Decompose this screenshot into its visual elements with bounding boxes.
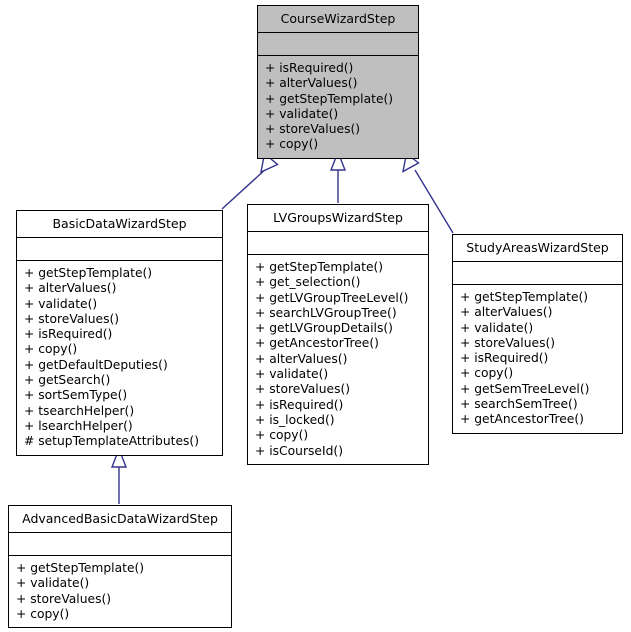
operation-item: + getLVGroupTreeLevel()	[255, 290, 409, 305]
operations-compartment-advanced-basic-data-wizard-step: + getStepTemplate() + validate() + store…	[9, 556, 231, 627]
operations-compartment-basic-data-wizard-step: + getStepTemplate() + alterValues() + va…	[17, 261, 222, 455]
operation-item: + getAncestorTree()	[255, 336, 379, 351]
class-title-course-wizard-step: CourseWizardStep	[280, 11, 396, 26]
class-node-course-wizard-step[interactable]: CourseWizardStep + isRequired() + alterV…	[257, 5, 419, 159]
operation-item: + copy()	[16, 606, 70, 621]
operation-item: # setupTemplateAttributes()	[24, 434, 200, 449]
operation-item: + getDefaultDeputies()	[24, 357, 168, 372]
operation-item: + copy()	[24, 342, 78, 357]
operation-item: + searchSemTree()	[460, 397, 578, 412]
operation-item: + storeValues()	[24, 311, 120, 326]
operation-item: + getStepTemplate()	[255, 260, 384, 274]
operation-item: + is_locked()	[255, 412, 335, 427]
compartment-divider	[9, 555, 231, 556]
operation-item: + alterValues()	[460, 305, 553, 320]
operation-item: + isCourseId()	[255, 443, 343, 458]
operation-item: + searchLVGroupTree()	[255, 305, 397, 320]
operation-item: + validate()	[24, 296, 98, 311]
operation-item: + getLVGroupDetails()	[255, 321, 393, 336]
operation-item: + validate()	[265, 106, 339, 121]
class-node-advanced-basic-data-wizard-step[interactable]: AdvancedBasicDataWizardStep + getStepTem…	[8, 505, 232, 629]
compartment-divider	[9, 532, 231, 533]
operation-item: + isRequired()	[255, 397, 344, 412]
operation-item: + tsearchHelper()	[24, 403, 135, 418]
operation-item: + sortSemType()	[24, 388, 128, 403]
operation-item: + getSearch()	[24, 373, 111, 388]
operation-item: + copy()	[265, 137, 319, 152]
operation-item: + storeValues()	[255, 382, 351, 397]
operation-item: + lsearchHelper()	[24, 418, 133, 433]
class-node-study-areas-wizard-step[interactable]: StudyAreasWizardStep + getStepTemplate()…	[452, 234, 623, 434]
operation-item: + storeValues()	[265, 122, 361, 137]
attributes-compartment-advanced-basic-data-wizard-step	[9, 533, 231, 555]
operation-item: + storeValues()	[460, 335, 556, 350]
operation-item: + copy()	[460, 366, 514, 381]
attributes-compartment-course-wizard-step	[258, 33, 418, 55]
compartment-divider	[17, 260, 222, 261]
operation-item: + storeValues()	[16, 591, 112, 606]
operation-item: + getStepTemplate()	[265, 91, 394, 106]
operation-item: + validate()	[255, 367, 329, 382]
attributes-compartment-basic-data-wizard-step	[17, 238, 222, 260]
edge-advanced-to-basic-data	[110, 447, 128, 504]
attributes-compartment-study-areas-wizard-step	[453, 262, 622, 284]
edge-basic-data-to-course	[221, 152, 279, 210]
operation-item: + validate()	[16, 576, 90, 591]
class-node-basic-data-wizard-step[interactable]: BasicDataWizardStep + getStepTemplate() …	[16, 210, 223, 456]
class-title-study-areas-wizard-step: StudyAreasWizardStep	[466, 240, 609, 255]
operation-item: + isRequired()	[460, 351, 549, 366]
compartment-divider	[248, 231, 428, 232]
class-node-lvgroups-wizard-step[interactable]: LVGroupsWizardStep + getStepTemplate() +…	[247, 204, 429, 465]
operation-item: + isRequired()	[265, 61, 354, 75]
class-title-advanced-basic-data-wizard-step: AdvancedBasicDataWizardStep	[22, 511, 218, 526]
operation-item: + getSemTreeLevel()	[460, 381, 590, 396]
operation-item: + isRequired()	[24, 327, 113, 342]
operations-compartment-study-areas-wizard-step: + getStepTemplate() + alterValues() + va…	[453, 285, 622, 433]
operations-compartment-course-wizard-step: + isRequired() + alterValues() + getStep…	[258, 56, 418, 158]
compartment-divider	[248, 254, 428, 255]
operation-item: + getAncestorTree()	[460, 412, 584, 427]
class-title-lvgroups-wizard-step: LVGroupsWizardStep	[273, 210, 403, 225]
compartment-divider	[453, 284, 622, 285]
operation-item: + alterValues()	[265, 76, 358, 91]
operation-item: + getStepTemplate()	[16, 561, 145, 575]
compartment-divider	[258, 32, 418, 33]
operation-item: + get_selection()	[255, 275, 361, 290]
class-title-basic-data-wizard-step: BasicDataWizardStep	[52, 216, 187, 231]
operation-item: + getStepTemplate()	[460, 290, 589, 304]
operation-item: + copy()	[255, 428, 309, 443]
compartment-divider	[453, 261, 622, 262]
operation-item: + alterValues()	[24, 281, 117, 296]
attributes-compartment-lvgroups-wizard-step	[248, 232, 428, 254]
compartment-divider	[258, 55, 418, 56]
operation-item: + alterValues()	[255, 351, 348, 366]
operations-compartment-lvgroups-wizard-step: + getStepTemplate() + get_selection() + …	[248, 255, 428, 464]
operation-item: + getStepTemplate()	[24, 266, 153, 280]
compartment-divider	[17, 237, 222, 238]
operation-item: + validate()	[460, 320, 534, 335]
edge-lvgroups-to-course	[329, 150, 347, 203]
